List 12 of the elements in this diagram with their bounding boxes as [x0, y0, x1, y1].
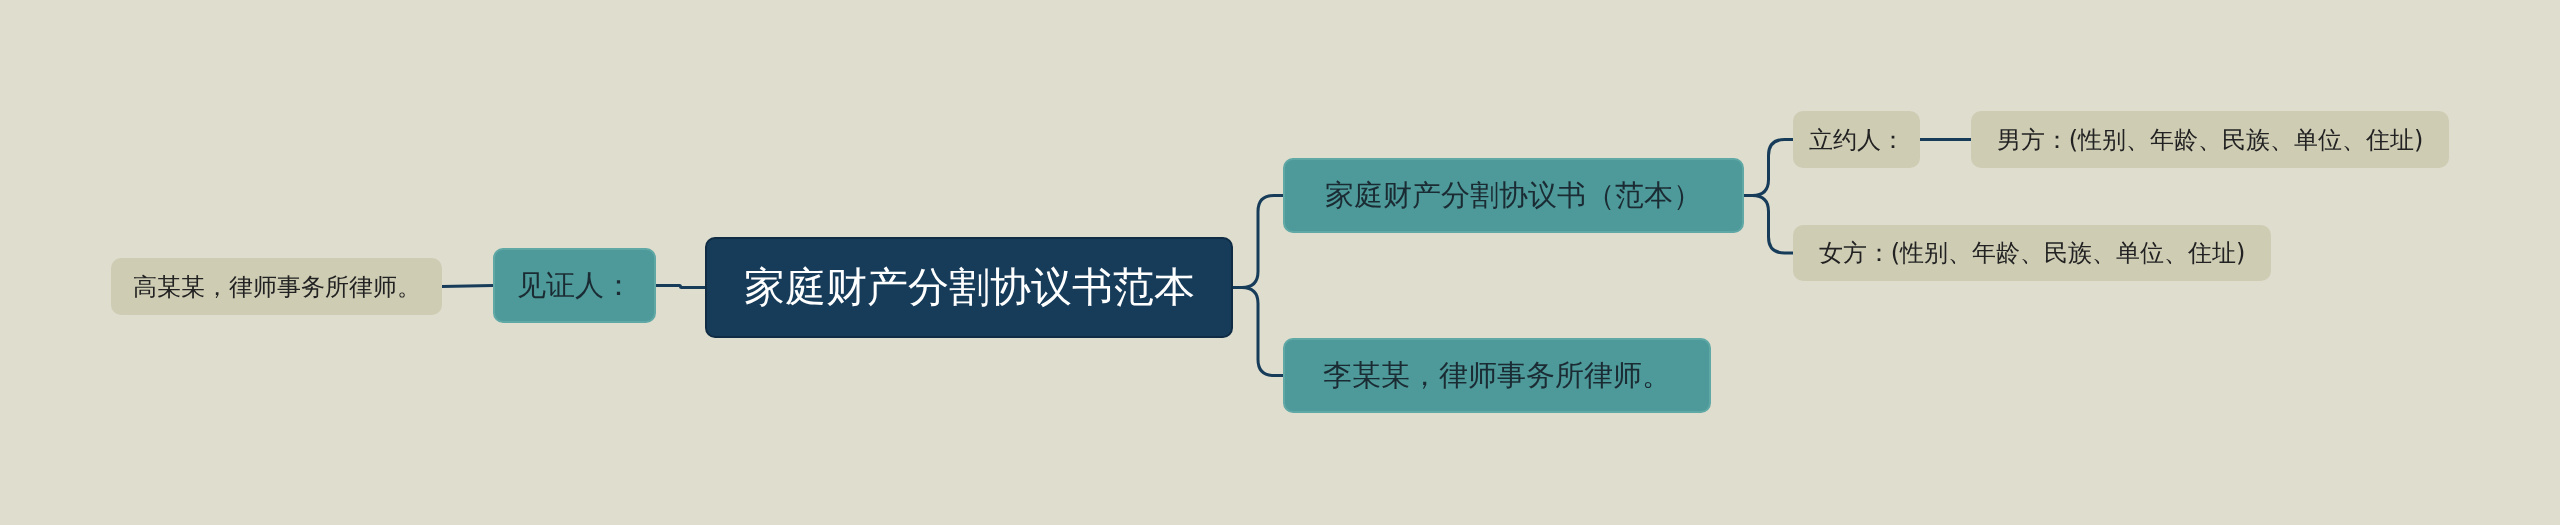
topic-box: 见证人：	[493, 248, 656, 323]
connector-line	[1233, 286, 1283, 377]
subtopic-box: 男方：(性别、年龄、民族、单位、住址)	[1971, 111, 2449, 168]
topic-box: 家庭财产分割协议书（范本）	[1283, 158, 1744, 233]
connector-line	[1920, 138, 1971, 141]
connector-line	[656, 284, 705, 289]
connector-line	[441, 284, 494, 288]
central-topic-box: 家庭财产分割协议书范本	[705, 237, 1233, 338]
subtopic-box: 高某某，律师事务所律师。	[111, 258, 442, 315]
subtopic-box: 女方：(性别、年龄、民族、单位、住址)	[1793, 225, 2271, 281]
subtopic-box: 立约人：	[1793, 111, 1920, 168]
topic-box: 李某某，律师事务所律师。	[1283, 338, 1711, 413]
